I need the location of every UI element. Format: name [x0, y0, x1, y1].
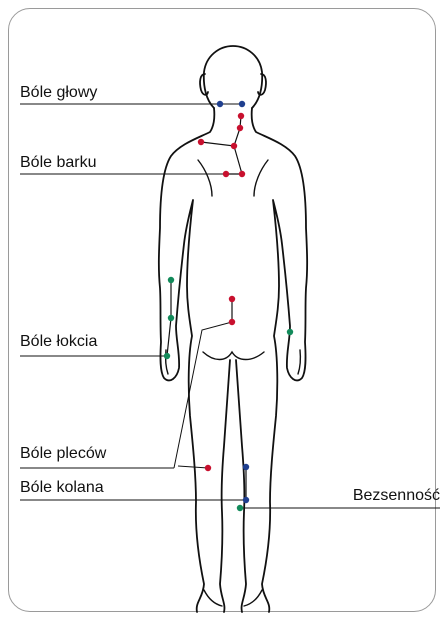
headache-point-right — [239, 101, 245, 107]
labels: Bóle głowy Bóle barku Bóle łokcia Bóle p… — [20, 84, 440, 504]
human-figure-back-view — [159, 46, 307, 612]
shoulder-point-low-left — [223, 171, 229, 177]
shoulder-point-left — [198, 139, 204, 145]
back-point-top — [229, 296, 235, 302]
inner-right-leg — [236, 360, 246, 612]
right-shoulder-blade — [254, 160, 268, 196]
knee-point-top — [243, 464, 249, 470]
neck-point-mid — [237, 125, 243, 131]
shoulder-triangle-connector — [226, 146, 242, 174]
right-hand-fingers — [298, 350, 300, 374]
neck-point-top — [238, 113, 244, 119]
left-shoulder-blade — [198, 160, 212, 196]
pain-points — [164, 101, 293, 511]
shoulder-point-low-right — [239, 171, 245, 177]
right-body-outline — [252, 108, 308, 612]
right-foot — [244, 590, 262, 606]
leg-point-left — [205, 465, 211, 471]
left-foot — [204, 590, 222, 606]
label-elbow: Bóle łokcia — [20, 333, 97, 350]
right-arm-point — [287, 329, 293, 335]
back-leader-diagonal-2 — [178, 466, 208, 468]
elbow-point-mid — [168, 315, 174, 321]
label-insomnia: Bezsenność — [353, 487, 440, 504]
inner-left-leg — [220, 360, 230, 612]
label-headache: Bóle głowy — [20, 84, 97, 101]
shoulder-point-center — [231, 143, 237, 149]
elbow-point-top — [168, 277, 174, 283]
neck-shoulder-connector — [201, 116, 241, 146]
left-body-outline — [159, 108, 215, 612]
label-shoulder: Bóle barku — [20, 154, 97, 171]
back-point-low — [229, 319, 235, 325]
label-back: Bóle pleców — [20, 445, 107, 462]
headache-point-left — [217, 101, 223, 107]
buttocks-line — [203, 352, 264, 360]
head-outline — [204, 46, 262, 108]
knee-point-low — [243, 497, 249, 503]
insomnia-point — [237, 505, 243, 511]
elbow-point-low — [164, 353, 170, 359]
label-knee: Bóle kolana — [20, 479, 104, 496]
